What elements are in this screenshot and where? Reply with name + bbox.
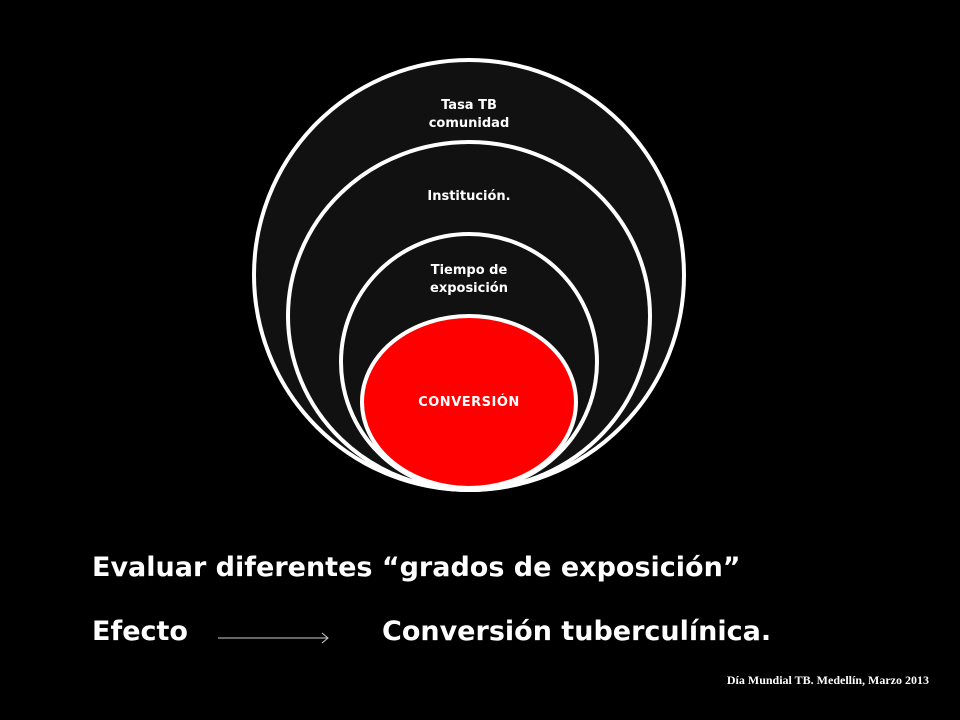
statement-effect-label: Efecto: [92, 616, 188, 647]
core-conversion-label: CONVERSIÓN: [418, 394, 520, 410]
arrow-right-icon: [218, 632, 329, 644]
ring-exposure-label-line2: exposición: [430, 281, 508, 296]
footer-event-caption: Día Mundial TB. Medellín, Marzo 2013: [726, 673, 929, 687]
ring-community-label-line1: Tasa TB: [441, 98, 497, 113]
statement-evaluate-exposure: Evaluar diferentes “grados de exposición…: [92, 552, 741, 583]
ring-community-label-line2: comunidad: [429, 116, 510, 131]
ring-institution-label: Institución.: [427, 189, 510, 204]
ring-exposure-label-line1: Tiempo de: [431, 263, 508, 278]
statement-effect-result: Conversión tuberculínica.: [382, 616, 772, 647]
nested-circles-diagram: Tasa TB comunidad Institución. Tiempo de…: [252, 58, 686, 492]
core-conversion: [360, 314, 578, 490]
